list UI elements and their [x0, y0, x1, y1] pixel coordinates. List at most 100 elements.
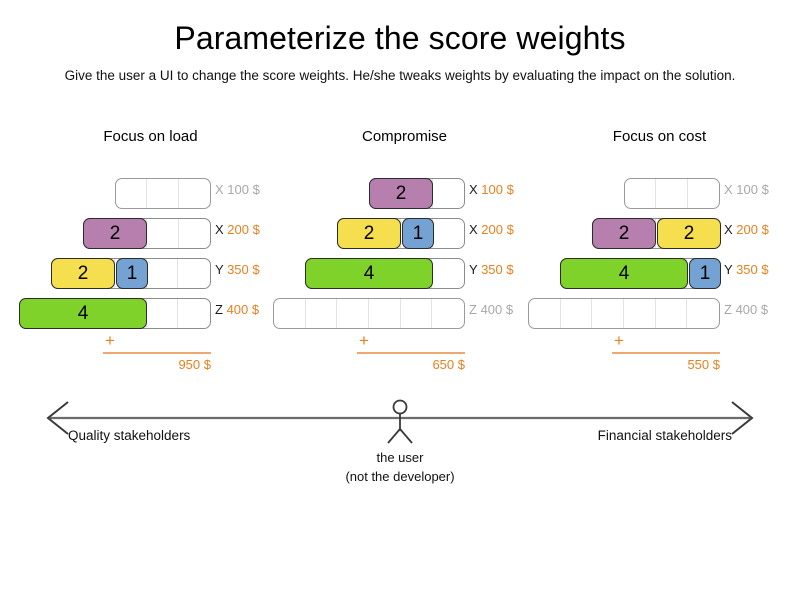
weight-row: X 100 $ — [527, 174, 792, 214]
slider-cell[interactable] — [624, 299, 656, 328]
user-caption-line-2: (not the developer) — [345, 469, 455, 484]
row-amount: 400 $ — [735, 302, 769, 317]
weight-chip[interactable]: 2 — [51, 258, 115, 289]
row-key: X — [724, 222, 733, 237]
weight-row: 2 X 200 $ — [18, 214, 283, 254]
slider-cell[interactable] — [561, 299, 593, 328]
row-cost-label: X 200 $ — [215, 222, 283, 237]
slider-cell[interactable] — [592, 299, 625, 328]
weight-chip[interactable]: 4 — [560, 258, 688, 289]
slider-cell[interactable] — [306, 299, 338, 328]
total-value: 650 $ — [432, 357, 465, 372]
weight-chip-group: 4 — [305, 258, 434, 289]
row-cost-label: Z 400 $ — [469, 302, 537, 317]
slider-cell[interactable] — [687, 299, 719, 328]
row-key: Y — [215, 262, 224, 277]
row-amount: 100 $ — [227, 182, 260, 197]
weight-chip[interactable]: 4 — [305, 258, 433, 289]
row-key: X — [469, 222, 478, 237]
weight-row: Z 400 $ — [527, 294, 792, 334]
weight-chip[interactable]: 1 — [402, 218, 434, 249]
total-value: 950 $ — [178, 357, 211, 372]
weight-slider-track[interactable] — [528, 298, 720, 329]
slider-cell[interactable] — [147, 259, 179, 288]
row-cost-label: X 200 $ — [469, 222, 537, 237]
slider-cell[interactable] — [178, 299, 210, 328]
slider-cell[interactable] — [432, 299, 464, 328]
weight-slider-track[interactable] — [115, 178, 211, 209]
arrow-head-right-icon — [731, 401, 754, 435]
slider-cell[interactable] — [179, 179, 210, 208]
total-rule — [357, 352, 465, 354]
slider-cell[interactable] — [656, 299, 688, 328]
row-amount: 200 $ — [227, 222, 260, 237]
scenario-total: +950 $ — [91, 332, 211, 372]
row-key: X — [469, 182, 478, 197]
slider-cell[interactable] — [337, 299, 370, 328]
scenario-title: Compromise — [361, 128, 448, 145]
weight-chip[interactable]: 2 — [83, 218, 147, 249]
slider-cell[interactable] — [147, 219, 179, 248]
row-key: Y — [469, 262, 478, 277]
row-key: Y — [724, 262, 733, 277]
weight-chip[interactable]: 4 — [19, 298, 147, 329]
weight-chip-group: 4 — [19, 298, 148, 329]
row-key: Z — [215, 302, 223, 317]
page-subtitle: Give the user a UI to change the score w… — [64, 68, 736, 83]
stick-figure-head-icon — [392, 399, 408, 415]
slider-cell[interactable] — [625, 179, 657, 208]
slider-cell[interactable] — [274, 299, 306, 328]
weight-slider-track[interactable] — [273, 298, 465, 329]
slider-cell[interactable] — [529, 299, 561, 328]
weight-row: Z 400 $ — [272, 294, 537, 334]
stakeholder-spectrum: Quality stakeholders Financial stakehold… — [0, 398, 800, 508]
slider-cell[interactable] — [147, 299, 179, 328]
slider-cell[interactable] — [369, 299, 401, 328]
row-cost-label: Y 350 $ — [724, 262, 792, 277]
weight-chip[interactable]: 1 — [116, 258, 148, 289]
row-cost-label: X 200 $ — [724, 222, 792, 237]
slider-cell[interactable] — [656, 179, 688, 208]
row-amount: 350 $ — [481, 262, 514, 277]
slider-cell[interactable] — [432, 259, 464, 288]
row-cost-label: Z 400 $ — [724, 302, 792, 317]
row-amount: 400 $ — [226, 302, 260, 317]
spectrum-label-left: Quality stakeholders — [68, 428, 191, 443]
total-rule — [103, 352, 211, 354]
weight-chip[interactable]: 2 — [369, 178, 433, 209]
weight-chip[interactable]: 2 — [337, 218, 401, 249]
scenario-title: Focus on cost — [612, 128, 707, 145]
row-key: X — [724, 182, 733, 197]
slider-cell[interactable] — [116, 179, 148, 208]
user-caption: the user (not the developer) — [0, 448, 800, 486]
slider-cell[interactable] — [433, 219, 464, 248]
spectrum-label-right: Financial stakeholders — [597, 428, 732, 443]
weight-chip[interactable]: 1 — [689, 258, 721, 289]
total-plus-sign: + — [359, 331, 369, 350]
slider-cell[interactable] — [179, 219, 210, 248]
slider-cell[interactable] — [401, 299, 433, 328]
slider-cell[interactable] — [433, 179, 464, 208]
scenario-title: Focus on load — [103, 128, 198, 145]
weight-row: X 100 $ — [18, 174, 283, 214]
row-cost-label: Y 350 $ — [469, 262, 537, 277]
row-amount: 350 $ — [736, 262, 769, 277]
slider-cell[interactable] — [178, 259, 210, 288]
weight-chip-group: 2 — [369, 178, 434, 209]
weight-chip[interactable]: 2 — [592, 218, 656, 249]
slider-cell[interactable] — [688, 179, 719, 208]
weight-chip[interactable]: 2 — [657, 218, 721, 249]
slider-cell[interactable] — [147, 179, 179, 208]
weight-slider-track[interactable] — [624, 178, 720, 209]
